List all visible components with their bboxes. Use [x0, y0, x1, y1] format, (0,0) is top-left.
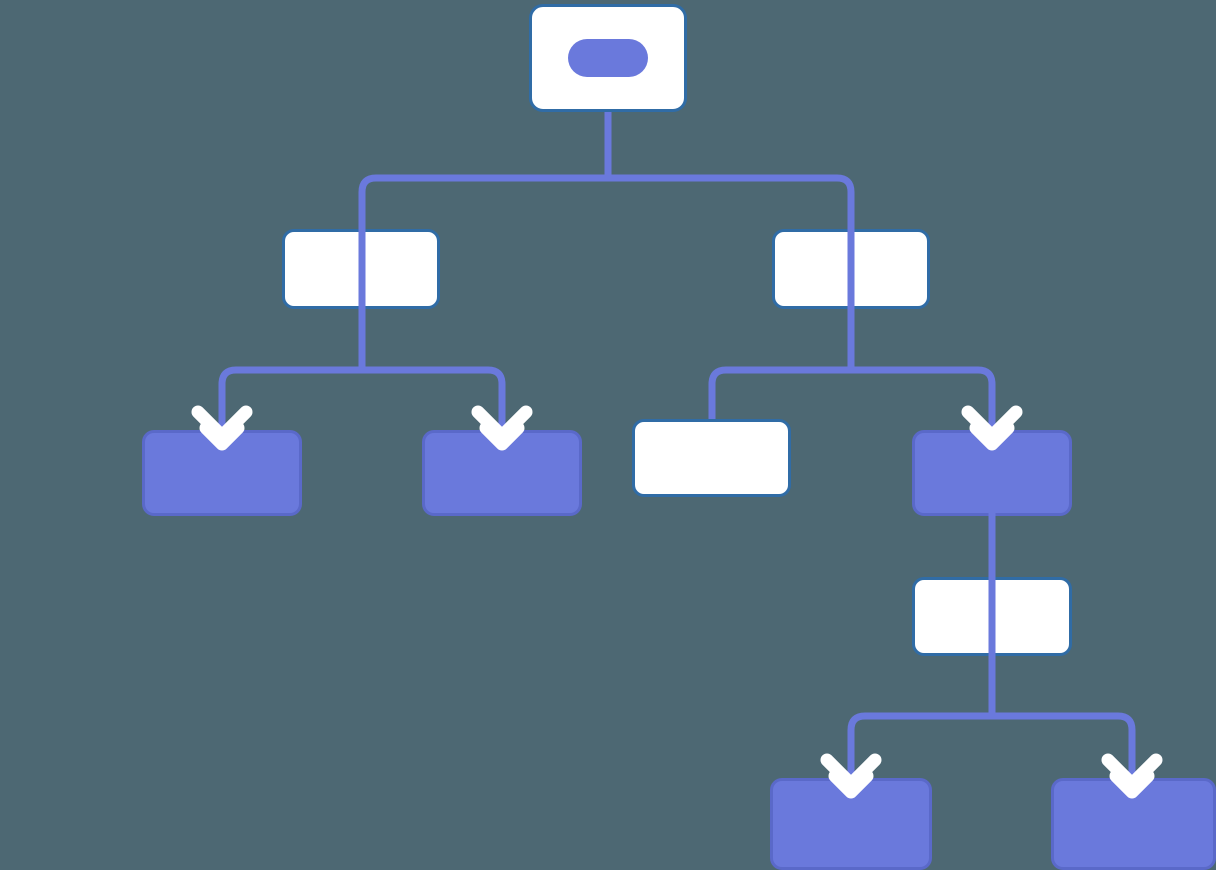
node-n-ll[interactable]	[142, 430, 302, 516]
root-pill-icon	[568, 39, 648, 77]
connector-e-root-left	[358, 174, 608, 309]
node-n-rrr[interactable]	[1051, 778, 1216, 870]
connector-e-l-right	[362, 366, 506, 445]
connector-e-rrc-right	[992, 712, 1136, 792]
connector-e-r-left	[708, 309, 855, 419]
node-n-r[interactable]	[772, 229, 930, 309]
node-n-rl[interactable]	[632, 419, 791, 497]
node-n-rrc[interactable]	[912, 577, 1072, 656]
node-root[interactable]	[529, 4, 687, 112]
connector-e-rrc-left	[847, 656, 996, 792]
node-n-l[interactable]	[282, 229, 440, 309]
connector-paths	[218, 58, 1136, 792]
connector-e-r-right	[851, 366, 996, 445]
node-n-rr[interactable]	[912, 430, 1072, 516]
node-n-rrl[interactable]	[770, 778, 932, 870]
connector-e-l-left	[218, 309, 366, 445]
connector-e-root-right	[608, 174, 855, 309]
node-n-lr[interactable]	[422, 430, 582, 516]
